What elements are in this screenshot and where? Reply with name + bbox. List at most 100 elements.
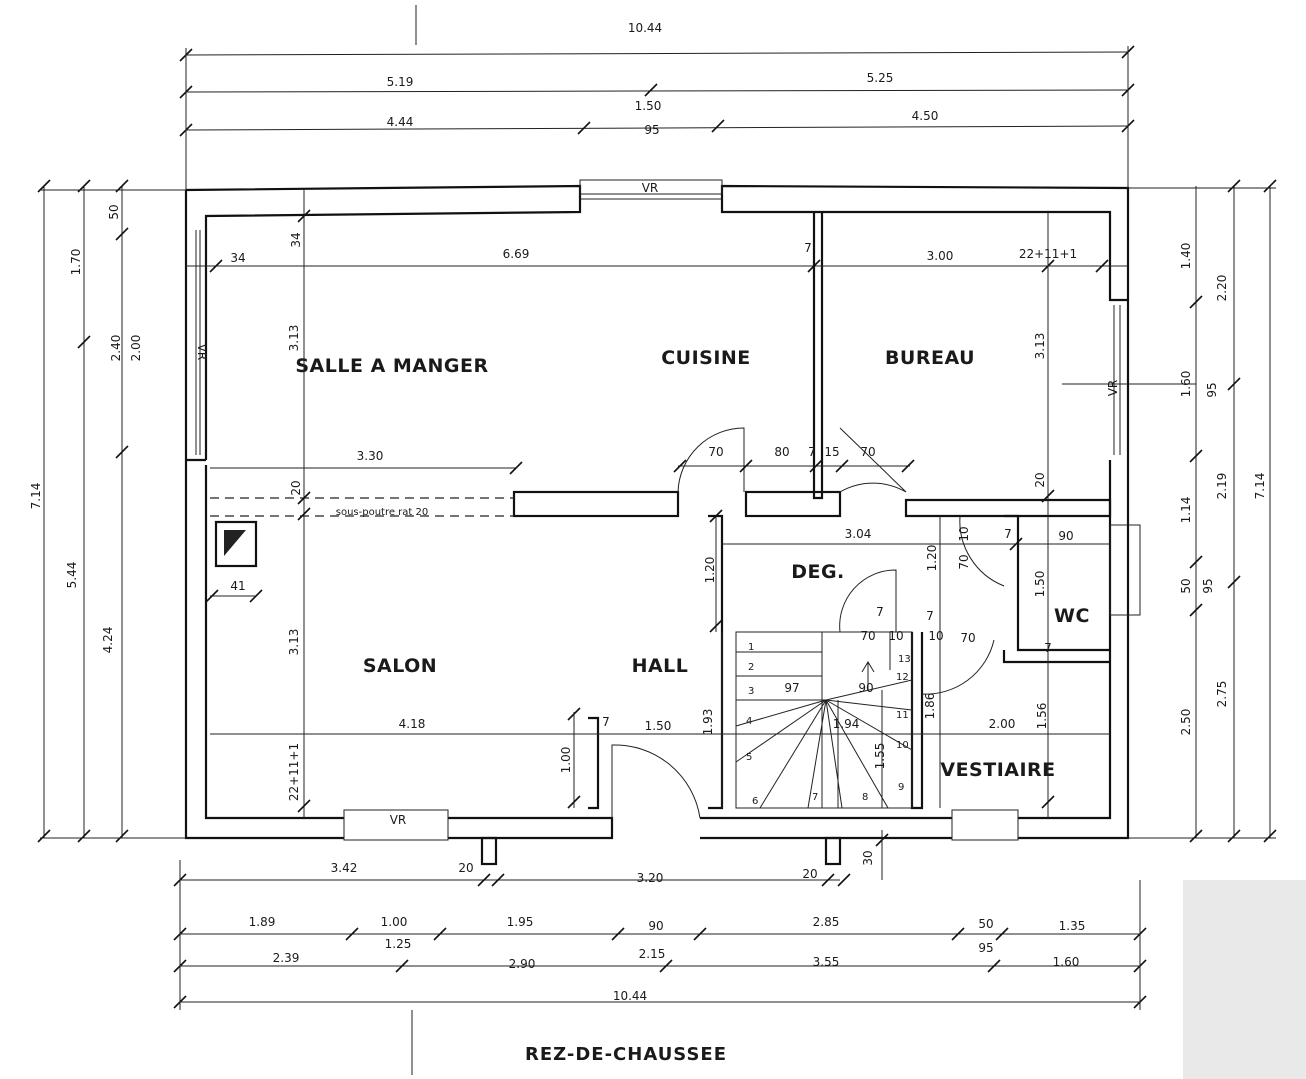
interior-dimension-lines	[186, 190, 1128, 880]
dim-right-250: 2.50	[1179, 709, 1193, 736]
dim-150b: 1.50	[645, 719, 672, 733]
dim-20a: 20	[289, 480, 303, 495]
dim-right-95b: 95	[1201, 578, 1215, 593]
stair-step-2: 2	[748, 662, 754, 673]
dim-right-95a: 95	[1205, 382, 1219, 397]
dim-155: 1.55	[873, 743, 887, 770]
window-label-top: VR	[642, 181, 659, 195]
room-vestiaire: VESTIAIRE	[940, 759, 1055, 781]
dim-70d: 70	[860, 629, 875, 643]
dim-right-140: 1.40	[1179, 243, 1193, 270]
dim-top-d: 1.50	[635, 99, 662, 113]
dim-41: 41	[230, 579, 245, 593]
dim-313b: 3.13	[1033, 333, 1047, 360]
dim-right-160: 1.60	[1179, 371, 1193, 398]
room-hall: HALL	[632, 655, 689, 677]
stair-step-10: 10	[896, 740, 909, 751]
dim-top-e: 95	[644, 123, 659, 137]
dim-bottom-342: 3.42	[331, 861, 358, 875]
room-wc: WC	[1054, 605, 1090, 627]
dim-70c: 70	[957, 554, 971, 569]
dim-top-c: 4.44	[387, 115, 414, 129]
stair-step-3: 3	[748, 686, 754, 697]
stair-step-1: 1	[748, 642, 754, 653]
dim-bottom-285: 2.85	[813, 915, 840, 929]
dim-left-424: 4.24	[101, 627, 115, 654]
stair-step-4: 4	[746, 716, 752, 727]
dim-7a: 7	[804, 241, 812, 255]
dim-right-714: 7.14	[1253, 473, 1267, 500]
dim-7b: 7	[808, 445, 816, 459]
dim-150a: 1.50	[1033, 571, 1047, 598]
dim-20b: 20	[1033, 472, 1047, 487]
dim-bottom-195: 1.95	[507, 915, 534, 929]
dim-top-total: 10.44	[628, 21, 662, 35]
stair-step-5: 5	[746, 752, 752, 763]
dim-left-544: 5.44	[65, 562, 79, 589]
dim-left-714: 7.14	[29, 483, 43, 510]
dim-97: 97	[784, 681, 799, 695]
dim-34a: 34	[230, 251, 245, 265]
dim-10a: 10	[957, 526, 971, 541]
dim-bottom-total: 10.44	[613, 989, 647, 1003]
dim-70e: 70	[960, 631, 975, 645]
dim-bottom-50: 50	[978, 917, 993, 931]
dim-313c: 3.13	[287, 629, 301, 656]
dim-left-240: 2.40	[109, 335, 123, 362]
stair-step-9: 9	[898, 782, 904, 793]
dim-194: 1.94	[833, 717, 860, 731]
dim-7f: 7	[602, 715, 610, 729]
window-label-south: VR	[390, 813, 407, 827]
dim-90b: 90	[858, 681, 873, 695]
dim-330: 3.30	[357, 449, 384, 463]
dim-bottom-90: 90	[648, 919, 663, 933]
dim-bottom-135: 1.35	[1059, 919, 1086, 933]
dim-22-11-1-b: 22+11+1	[287, 743, 301, 801]
dim-120a: 1.20	[703, 557, 717, 584]
room-cuisine: CUISINE	[661, 347, 751, 369]
dim-top-a: 5.19	[387, 75, 414, 89]
stair-step-8: 8	[862, 792, 868, 803]
dim-30: 30	[861, 850, 875, 865]
dim-bottom-189: 1.89	[249, 915, 276, 929]
dim-bottom-100: 1.00	[381, 915, 408, 929]
left-dimension-lines	[37, 179, 186, 843]
stair-step-11: 11	[896, 710, 909, 721]
dim-bottom-215: 2.15	[639, 947, 666, 961]
dim-418: 4.18	[399, 717, 426, 731]
dim-bottom-20a: 20	[458, 861, 473, 875]
dim-304: 3.04	[845, 527, 872, 541]
dim-left-50: 50	[107, 204, 121, 219]
dim-200: 2.00	[989, 717, 1016, 731]
top-dimension-lines	[179, 5, 1135, 190]
dim-193: 1.93	[701, 709, 715, 736]
scan-shadow	[1183, 880, 1306, 1079]
dim-80: 80	[774, 445, 789, 459]
dim-70a: 70	[708, 445, 723, 459]
room-salle-a-manger: SALLE A MANGER	[295, 355, 488, 377]
dim-bottom-355: 3.55	[813, 955, 840, 969]
dim-7g: 7	[1044, 641, 1052, 655]
dim-7e: 7	[926, 609, 934, 623]
dim-right-114: 1.14	[1179, 497, 1193, 524]
window-label-east: VR	[1106, 380, 1120, 397]
dim-right-219: 2.19	[1215, 473, 1229, 500]
stair-step-7: 7	[812, 792, 818, 803]
dim-156: 1.56	[1035, 703, 1049, 730]
room-deg: DEG.	[791, 561, 845, 583]
staircase	[735, 631, 913, 809]
dim-right-220: 2.20	[1215, 275, 1229, 302]
dim-120b: 1.20	[925, 545, 939, 572]
beam-note: sous-poutre rat 20	[336, 507, 429, 518]
dim-bottom-20b: 20	[802, 867, 817, 881]
stair-step-12: 12	[896, 672, 909, 683]
dim-90a: 90	[1058, 529, 1073, 543]
dim-10c: 10	[928, 629, 943, 643]
dim-bottom-125: 1.25	[385, 937, 412, 951]
dim-top-f: 4.50	[912, 109, 939, 123]
dim-70b: 70	[860, 445, 875, 459]
room-bureau: BUREAU	[885, 347, 975, 369]
dim-bottom-95: 95	[978, 941, 993, 955]
stair-step-13: 13	[898, 654, 911, 665]
